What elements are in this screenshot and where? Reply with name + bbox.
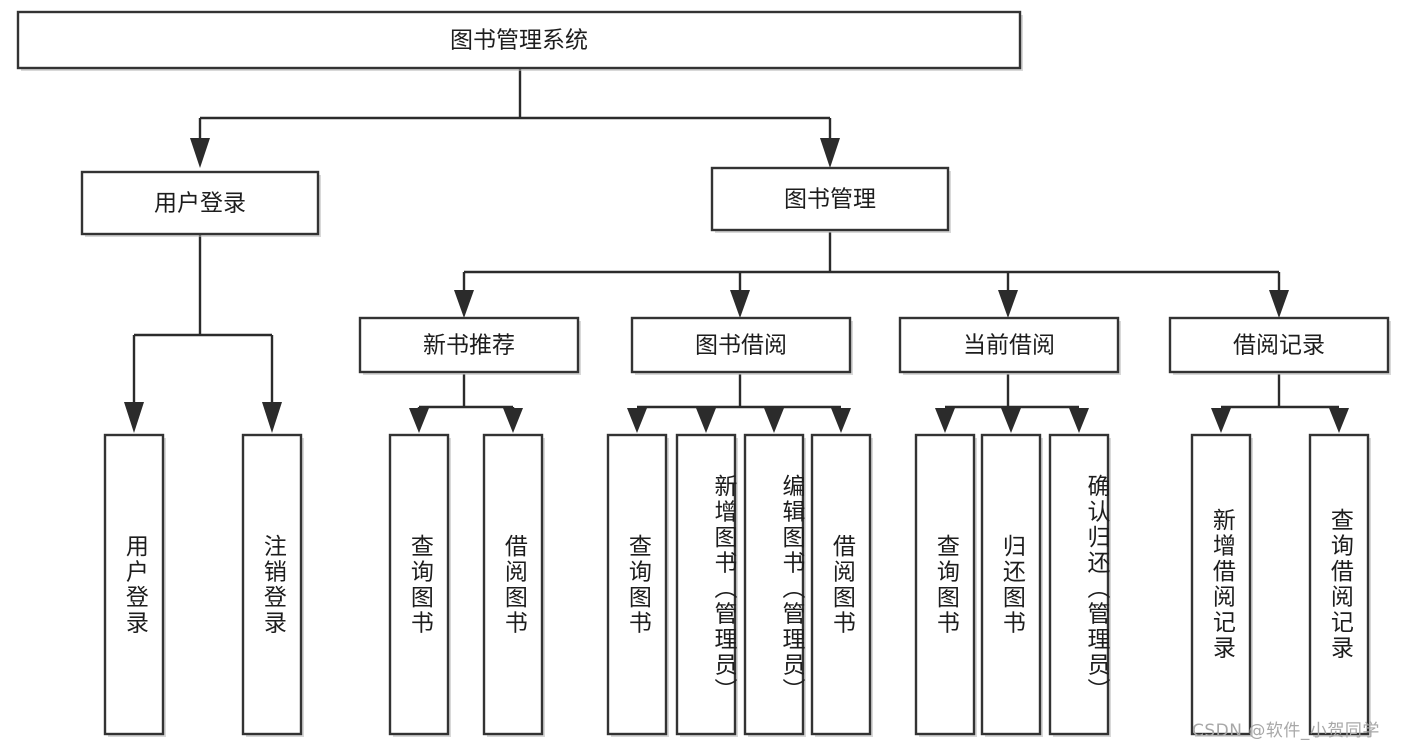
arrow-current-borrow-leaf-1: [935, 408, 955, 433]
arrow-book-borrow-leaf-1: [627, 408, 647, 433]
arrow-user-login-leaf-2: [262, 402, 282, 433]
arrow-borrow-record-leaf-2: [1329, 408, 1349, 433]
arrow-level2-book-borrow: [730, 290, 750, 318]
node-new-book-recommend[interactable]: [358, 316, 580, 374]
node-layer: 图书管理系统 用户登录 图书管理 新书推荐 图书借阅 当前借阅 借阅记录: [16, 10, 1391, 737]
leaf-book-borrow-add[interactable]: [675, 433, 737, 736]
leaf-user-logout[interactable]: [241, 433, 303, 736]
leaf-borrow-record-add[interactable]: [1190, 433, 1252, 736]
leaf-borrow-record-query[interactable]: [1308, 433, 1370, 736]
arrow-level2-new-book: [454, 290, 474, 318]
arrow-book-borrow-leaf-4: [831, 408, 851, 433]
node-new-book-recommend-label: 新书推荐: [423, 333, 515, 359]
arrow-root-to-user-login: [190, 138, 210, 168]
watermark-text: CSDN @软件_小贺同学: [1192, 721, 1380, 741]
arrow-level2-borrow-record: [1269, 290, 1289, 318]
leaf-new-book-borrow[interactable]: [482, 433, 544, 736]
node-user-login-label: 用户登录: [154, 191, 246, 217]
node-user-login[interactable]: [80, 170, 320, 236]
leaf-current-borrow-return[interactable]: [980, 433, 1042, 736]
node-book-borrow-label: 图书借阅: [695, 333, 787, 359]
node-root[interactable]: [16, 10, 1022, 70]
leaf-current-borrow-query[interactable]: [914, 433, 976, 736]
leaf-book-borrow-query[interactable]: [606, 433, 668, 736]
node-root-label: 图书管理系统: [450, 28, 588, 54]
arrow-book-borrow-leaf-2: [696, 408, 716, 433]
leaf-current-borrow-confirm[interactable]: [1048, 433, 1110, 736]
leaf-new-book-query[interactable]: [388, 433, 450, 736]
node-current-borrow[interactable]: [898, 316, 1120, 374]
leaf-book-borrow-lend[interactable]: [810, 433, 872, 736]
node-book-management[interactable]: [710, 166, 950, 232]
arrow-new-book-leaf-2: [503, 408, 523, 433]
node-book-management-label: 图书管理: [784, 187, 876, 213]
node-borrow-record[interactable]: [1168, 316, 1390, 374]
node-current-borrow-label: 当前借阅: [963, 333, 1055, 359]
arrow-current-borrow-leaf-3: [1069, 408, 1089, 433]
node-book-borrow[interactable]: [630, 316, 852, 374]
arrow-new-book-leaf-1: [409, 408, 429, 433]
leaf-user-login[interactable]: [103, 433, 165, 736]
arrow-current-borrow-leaf-2: [1001, 408, 1021, 433]
arrow-root-to-book-mgmt: [820, 138, 840, 168]
arrow-user-login-leaf-1: [124, 402, 144, 433]
connector-layer: [124, 68, 1349, 433]
arrow-level2-current-borrow: [998, 290, 1018, 318]
node-borrow-record-label: 借阅记录: [1233, 333, 1325, 359]
arrow-book-borrow-leaf-3: [764, 408, 784, 433]
arrow-borrow-record-leaf-1: [1211, 408, 1231, 433]
leaf-book-borrow-edit[interactable]: [743, 433, 805, 736]
